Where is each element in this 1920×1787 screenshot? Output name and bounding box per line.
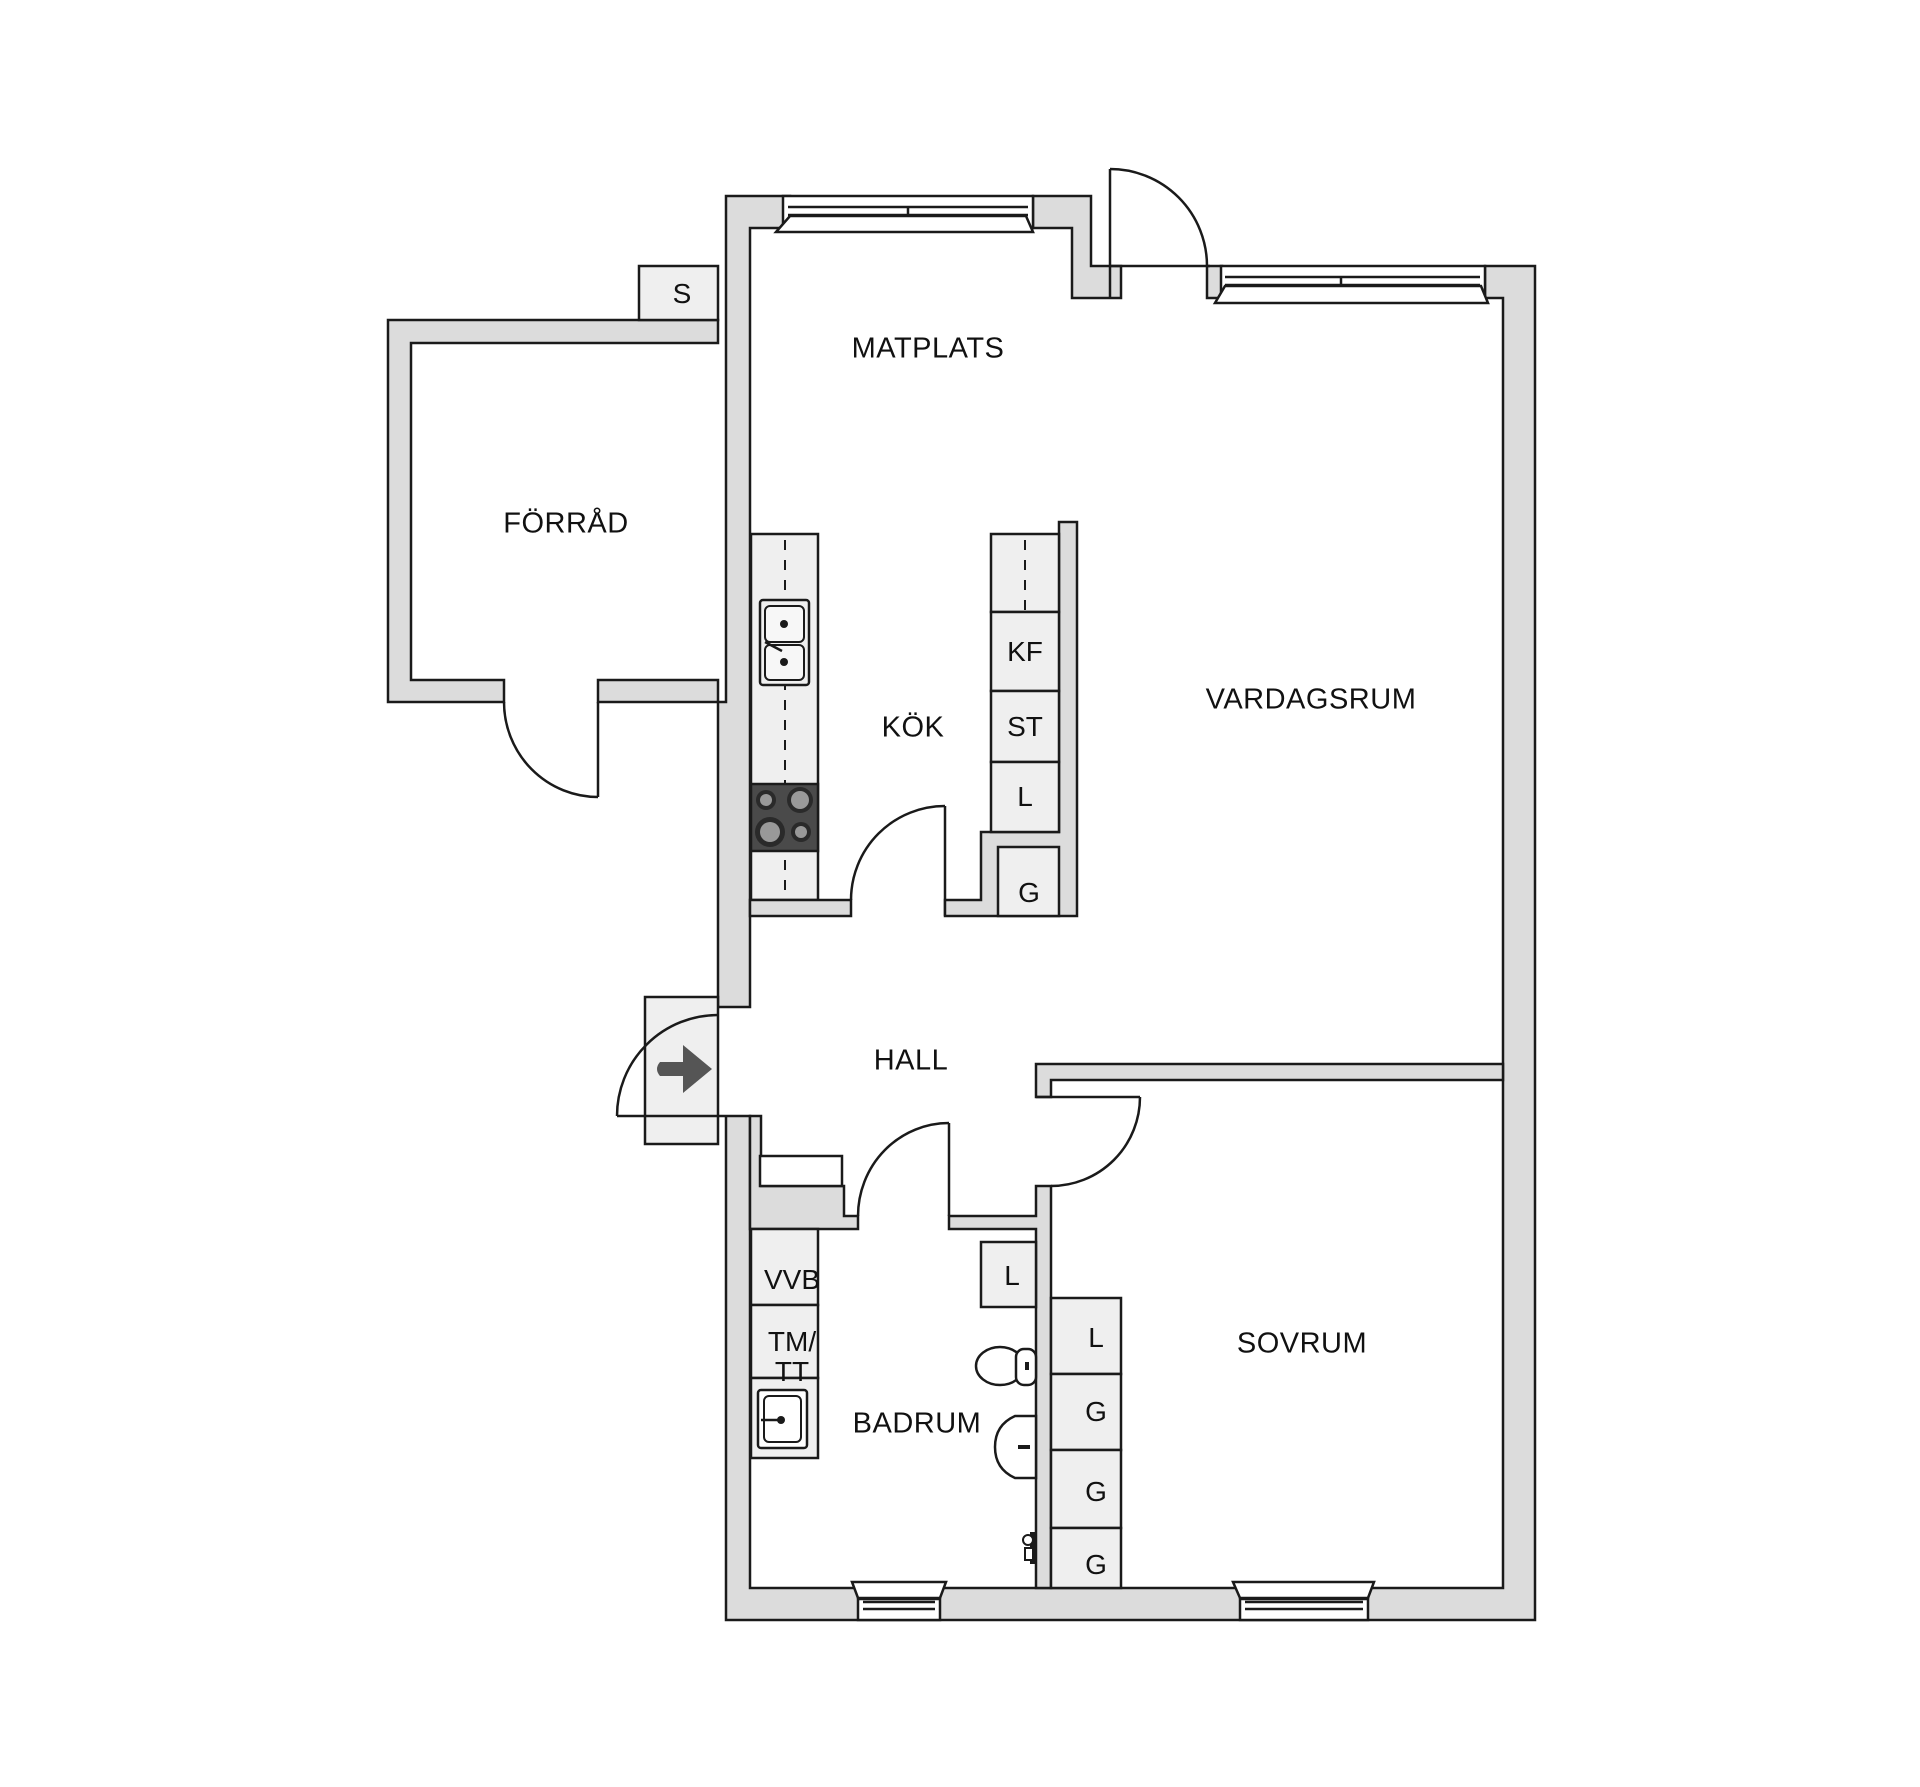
bedroom-wall-top <box>1034 1062 1505 1099</box>
bedroom-door[interactable] <box>1036 1095 1142 1188</box>
fixture-label-vvb: VVB <box>763 1264 821 1295</box>
fixture-label-bedroom-g2: G <box>1085 1476 1107 1507</box>
room-label-forrad: FÖRRÅD <box>503 507 629 540</box>
stove-icon <box>749 782 820 853</box>
room-label-matplats: MATPLATS <box>851 332 1005 365</box>
closet-l-box <box>989 760 1061 834</box>
room-label-hall: HALL <box>873 1044 949 1077</box>
bath-closet-l-box <box>979 1240 1038 1309</box>
tmtt-box <box>749 1303 820 1380</box>
room-label-badrum: BADRUM <box>852 1407 982 1440</box>
main-wall-left-lower <box>718 264 1537 1622</box>
fixture-label-kitchen-l: L <box>1017 781 1033 812</box>
kitchen-wall-right <box>943 520 1079 918</box>
shower-mixer-icon <box>1022 1532 1036 1564</box>
kitchen-sink-icon <box>758 598 811 687</box>
storage-walls <box>386 318 720 704</box>
fixture-label-kitchen-g: G <box>1018 877 1040 908</box>
kitchen-door[interactable] <box>849 804 947 916</box>
fixture-label-bedroom-l: L <box>1088 1322 1104 1353</box>
fixture-label-tmtt: TM/ TT <box>767 1326 817 1387</box>
kitchen-wall-bottom-left <box>748 898 853 918</box>
bedroom-wardrobe-g1-box <box>1049 1372 1123 1452</box>
fixture-label-s: S <box>672 278 692 309</box>
front-door[interactable] <box>615 1013 719 1118</box>
fixture-label-bedroom-g1: G <box>1085 1396 1107 1427</box>
fixture-label-kf: KF <box>1007 636 1043 667</box>
bedroom-wardrobe-g2-box <box>1049 1448 1123 1530</box>
entry-arrow-icon <box>657 1045 712 1093</box>
fixture-label-bath-l: L <box>1004 1260 1020 1291</box>
bathroom-basin-icon <box>756 1388 809 1450</box>
storage-door[interactable] <box>502 701 600 799</box>
room-label-vardagsrum: VARDAGSRUM <box>1205 683 1417 716</box>
vvb-box <box>749 1227 820 1307</box>
bedroom-closet-l-box <box>1049 1296 1123 1376</box>
room-label-kok: KÖK <box>881 711 945 744</box>
bedroom-window <box>1231 1580 1376 1622</box>
dining-pillar-wall <box>1031 194 1123 300</box>
bathroom-window <box>850 1580 948 1622</box>
room-label-sovrum: SOVRUM <box>1236 1327 1368 1360</box>
fixture-label-bedroom-g3: G <box>1085 1549 1107 1580</box>
storage-wall-right <box>596 678 720 704</box>
toilet-icon <box>974 1345 1038 1387</box>
wardrobe-g-box <box>996 845 1061 918</box>
bathroom-door[interactable] <box>856 1121 951 1217</box>
balcony-door[interactable] <box>1108 167 1210 298</box>
fixture-label-st: ST <box>1007 711 1043 742</box>
washbasin-icon <box>993 1414 1038 1480</box>
hall-shelf <box>758 1154 844 1188</box>
storage-s-box <box>637 264 720 322</box>
cabinet-st-box <box>989 689 1061 764</box>
bedroom-wardrobe-g3-box <box>1049 1526 1123 1590</box>
